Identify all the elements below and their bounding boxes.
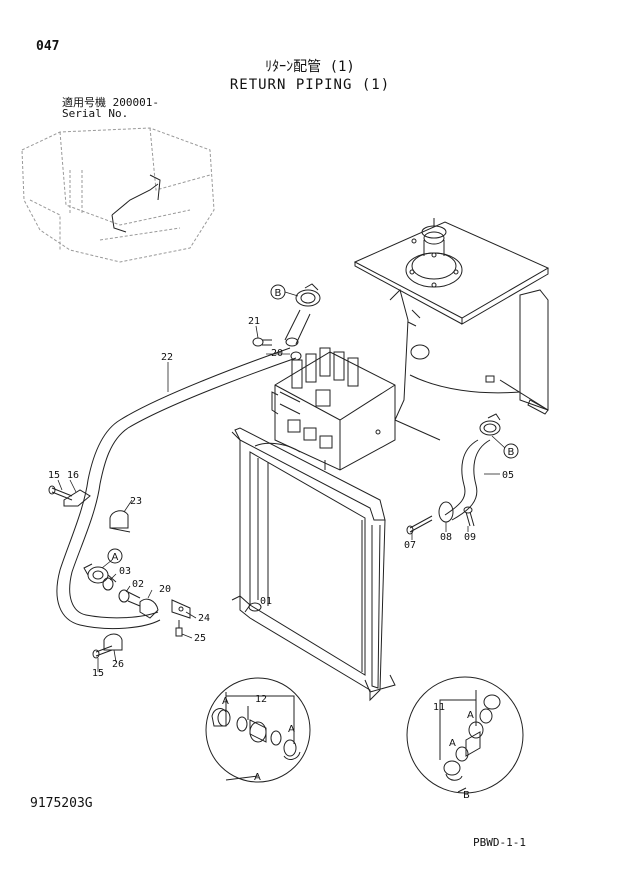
bolt-15-lower (92, 645, 113, 659)
page-title-japanese: ﾘﾀｰﾝ配管 (1) (265, 59, 355, 75)
hose-clamp-b-top (295, 283, 321, 307)
page-code: PBWD-1-1 (473, 836, 526, 849)
part-label-26: 26 (112, 659, 124, 670)
part-label-15-upper: 15 (48, 470, 60, 481)
clamp-23 (109, 510, 131, 533)
figure-number: 9175203G (30, 796, 93, 811)
hydraulic-tank (353, 218, 550, 441)
control-valve (271, 347, 396, 471)
return-pipe-22 (56, 347, 297, 630)
machine-overview-thumbnail (21, 127, 215, 263)
page-number: 047 (36, 39, 60, 54)
callout-markers (107, 284, 519, 564)
machine-overview-highlight (111, 174, 161, 233)
page-title: RETURN PIPING (1) (229, 77, 391, 93)
serial-range-japanese: 適用号機 200001- (62, 96, 159, 109)
callout-b-right: B (508, 447, 515, 458)
part-label-24: 24 (198, 613, 210, 624)
part-label-20-lower: 20 (159, 584, 171, 595)
part-label-09: 09 (464, 532, 476, 543)
detail-a-inner-label-2: A (288, 724, 295, 735)
detail-a-inner-label-1: A (222, 696, 229, 707)
part-label-20-upper: 20 (271, 348, 283, 359)
fitting-20-lower (139, 598, 159, 619)
tank-port-fitting (410, 344, 430, 360)
part-label-15-lower: 15 (92, 668, 104, 679)
part-label-21: 21 (248, 316, 260, 327)
bolt-07 (406, 515, 433, 535)
hose-clamp-b-right (479, 420, 501, 436)
serial-number-label: Serial No. (62, 107, 129, 120)
part-label-25: 25 (194, 633, 206, 644)
bracket-24 (171, 599, 191, 619)
part-label-07: 07 (404, 540, 416, 551)
pipe-upper-segment (252, 309, 311, 347)
detail-view-a (205, 677, 311, 783)
part-label-22: 22 (161, 352, 173, 363)
part-label-08: 08 (440, 532, 452, 543)
leader-lines (57, 291, 506, 672)
bolt-15-upper (48, 485, 73, 501)
adapter-02 (118, 589, 141, 607)
callout-circle-b-right (503, 443, 519, 459)
hose-clamp-08 (438, 501, 454, 523)
callout-b-top: B (275, 288, 282, 299)
clamp-26 (103, 633, 123, 651)
part-label-11: 11 (433, 702, 445, 713)
part-label-16: 16 (67, 470, 79, 481)
part-label-01: 01 (260, 596, 272, 607)
callout-circle-b-top (270, 284, 286, 300)
part-label-02: 02 (132, 579, 144, 590)
tank-cover-flange (405, 252, 463, 288)
part-label-12: 12 (255, 694, 267, 705)
bolt-09 (463, 506, 475, 527)
part-label-23: 23 (130, 496, 142, 507)
o-ring-03 (102, 577, 114, 591)
fitting-21 (252, 337, 264, 347)
callout-a-left: A (112, 552, 119, 563)
bolt-25 (175, 620, 183, 637)
detail-view-a-label: A (254, 772, 261, 783)
flange-fitting-a-left (83, 563, 117, 584)
part-label-03: 03 (119, 566, 131, 577)
part-label-05: 05 (502, 470, 514, 481)
bracket-16 (63, 489, 91, 507)
detail-view-b (406, 676, 524, 794)
detail-b-inner-label-1: A (467, 710, 474, 721)
detail-b-inner-label-2: A (449, 738, 456, 749)
oil-cooler-frame (231, 427, 396, 702)
fitting-20-upper (290, 351, 302, 361)
callout-circle-a-left (107, 548, 123, 564)
return-hose-05 (438, 413, 501, 523)
detail-view-b-label: B (463, 790, 470, 801)
